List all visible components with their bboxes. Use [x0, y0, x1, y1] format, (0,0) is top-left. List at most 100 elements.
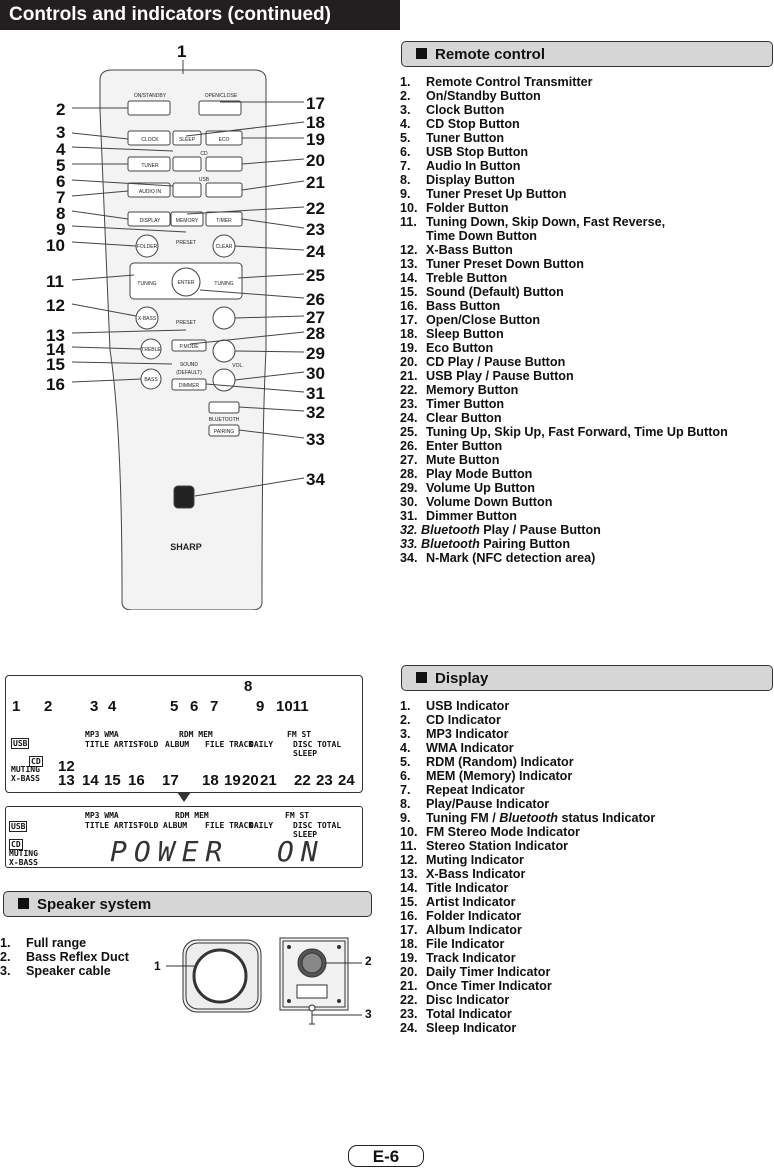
list-item-number: 29.	[400, 481, 418, 495]
list-item-emphasis: 33. Bluetooth	[400, 537, 480, 551]
list-item: 16.Folder Indicator	[400, 909, 772, 923]
lcd-zoom-indicators: USB CD MUTING X-BASS MP3 WMA RDM MEM FM …	[9, 730, 361, 785]
list-item: 1.Remote Control Transmitter	[400, 75, 772, 89]
remote-label-tuning-up: TUNING	[214, 281, 233, 287]
list-item: 26.Enter Button	[400, 439, 772, 453]
list-item-text: Once Timer Indicator	[426, 979, 552, 993]
list-item: 20.Daily Timer Indicator	[400, 965, 772, 979]
list-item-text: Eco Button	[426, 341, 494, 355]
callout-12: 12	[46, 296, 65, 315]
list-item: 16.Bass Button	[400, 299, 772, 313]
disp-callout-9: 9	[256, 698, 265, 715]
remote-control-heading: Remote control	[401, 41, 773, 67]
remote-label-on-standby: ON/STANDBY	[134, 93, 167, 99]
list-item-text: Pairing Button	[479, 537, 571, 551]
list-item-number: 23.	[400, 1007, 418, 1021]
callout-34: 34	[306, 470, 325, 489]
list-item: 11. Tuning Down, Skip Down, Fast Reverse,	[400, 215, 772, 229]
list-item: 31. Dimmer Button	[400, 509, 772, 523]
callout-22: 22	[306, 199, 325, 218]
list-item: 20.CD Play / Pause Button	[400, 355, 772, 369]
disp-callout-10-11: 1011	[276, 698, 309, 715]
list-item-number: 23.	[400, 397, 418, 411]
disp-callout-16: 16	[128, 772, 145, 789]
list-item-number: 21.	[400, 369, 418, 383]
callout-10: 10	[46, 236, 65, 255]
lcd-rdm-mem: RDM MEM	[179, 730, 213, 739]
speaker-callout-1: 1	[154, 959, 161, 973]
list-item-number: 10.	[400, 825, 418, 839]
lcd-message: POWER ON	[110, 835, 325, 868]
list-item-number: 1.	[400, 75, 411, 89]
remote-label-display: DISPLAY	[140, 218, 161, 224]
callout-4: 4	[56, 140, 66, 159]
list-item: 3.Clock Button	[400, 103, 772, 117]
list-item: 13.Tuner Preset Down Button	[400, 257, 772, 271]
remote-label-open-close: OPEN/CLOSE	[205, 93, 238, 99]
list-item-text: FM Stereo Mode Indicator	[426, 825, 580, 839]
list-item-number: 31.	[400, 509, 418, 523]
list-item-text: Tuning Down, Skip Down, Fast Reverse,	[426, 215, 666, 229]
list-item: 18.File Indicator	[400, 937, 772, 951]
list-item: 10. FM Stereo Mode Indicator	[400, 825, 772, 839]
list-item-number: 16.	[400, 299, 418, 313]
list-item-emphasis: Bluetooth	[499, 811, 558, 825]
list-item-number: 10.	[400, 201, 418, 215]
disp-callout-12: 12	[58, 758, 75, 775]
list-item-number: 20.	[400, 965, 418, 979]
remote-label-cd: CD	[200, 151, 208, 157]
list-item-number: 11.	[400, 215, 417, 229]
lcd-full-album: ALBUM	[163, 821, 188, 830]
list-item: 6.USB Stop Button	[400, 145, 772, 159]
remote-label-treble: TREBLE	[141, 347, 161, 353]
list-item-text: Play / Pause Button	[479, 523, 601, 537]
remote-label-folder: FOLDER	[137, 244, 158, 250]
list-item-text: Dimmer Button	[426, 509, 517, 523]
list-item-text: Treble Button	[426, 271, 508, 285]
remote-label-sleep: SLEEP	[179, 137, 196, 143]
disp-callout-21: 21	[260, 772, 277, 789]
list-item-text: Timer Button	[426, 397, 505, 411]
list-item-text: Stereo Station Indicator	[426, 839, 569, 853]
list-item-number: 17.	[400, 923, 418, 937]
list-item-text: CD Stop Button	[426, 117, 520, 131]
list-item-continuation: Time Down Button	[426, 229, 538, 243]
remote-callouts: 1 2 3 4 5 6 7 8 9 10 11 12 13 14 15 16 1…	[0, 0, 400, 620]
list-item-number: 8.	[400, 173, 411, 187]
remote-label-audio-in: AUDIO IN	[139, 189, 162, 195]
disp-callout-2: 2	[44, 698, 53, 715]
remote-label-enter: ENTER	[178, 280, 195, 286]
callout-6: 6	[56, 172, 66, 191]
list-item-text: Memory Button	[426, 383, 519, 397]
list-item-text: Play/Pause Indicator	[426, 797, 550, 811]
list-item-text: N-Mark (NFC detection area)	[426, 551, 596, 565]
lcd-full-xbass: X-BASS	[9, 858, 38, 867]
list-item: 21.USB Play / Pause Button	[400, 369, 772, 383]
list-item-number: 9.	[400, 187, 411, 201]
list-item-text: Tuner Button	[426, 131, 505, 145]
disp-callout-24: 24	[338, 772, 355, 789]
lcd-usb-indicator: USB	[11, 738, 30, 749]
callout-15: 15	[46, 355, 65, 374]
remote-label-clear: CLEAR	[216, 244, 233, 250]
list-item-text: USB Stop Button	[426, 145, 529, 159]
callout-20: 20	[306, 151, 325, 170]
remote-label-pairing: PAIRING	[214, 429, 234, 435]
list-item-number: 12.	[400, 853, 418, 867]
lcd-full-muting: MUTING	[9, 849, 38, 858]
list-item: 2.CD Indicator	[400, 713, 772, 727]
remote-label-default: (DEFAULT)	[176, 370, 202, 376]
list-item-text: Folder Button	[426, 201, 509, 215]
display-pointer-arrow	[177, 792, 191, 802]
list-item-number: 2.	[400, 713, 411, 727]
list-item-number: 17.	[400, 313, 418, 327]
list-item-number: 2.	[0, 950, 11, 964]
list-item-number: 4.	[400, 741, 411, 755]
remote-control-heading-text: Remote control	[435, 46, 546, 63]
list-item: 13.X-Bass Indicator	[400, 867, 772, 881]
list-item-text: Open/Close Button	[426, 313, 541, 327]
callout-16: 16	[46, 375, 65, 394]
page-title: Controls and indicators (continued)	[0, 0, 400, 30]
list-item-number: 18.	[400, 937, 418, 951]
list-item-text: Total Indicator	[426, 1007, 512, 1021]
